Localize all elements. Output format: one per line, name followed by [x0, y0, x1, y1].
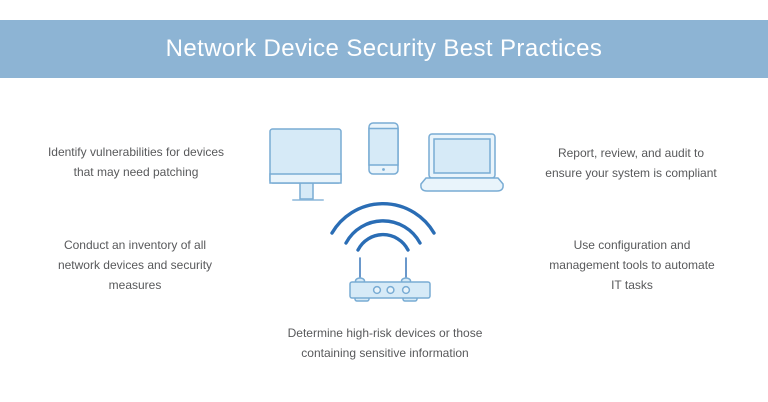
caption-line: measures [108, 278, 162, 292]
caption-determine-high-risk: Determine high-risk devices or those con… [270, 323, 500, 363]
page-title: Network Device Security Best Practices [165, 35, 603, 62]
caption-line: IT tasks [611, 278, 653, 292]
caption-line: containing sensitive information [301, 346, 469, 360]
caption-line: management tools to automate [549, 258, 715, 272]
wifi-signal-icon [330, 201, 436, 252]
desktop-monitor-icon [269, 128, 342, 201]
caption-identify-vulnerabilities: Identify vulnerabilities for devices tha… [36, 142, 236, 182]
laptop-icon [420, 133, 504, 192]
caption-report-review-audit: Report, review, and audit to ensure your… [526, 143, 736, 183]
caption-line: Use configuration and [573, 238, 691, 252]
smartphone-icon [368, 122, 399, 175]
devices-illustration [269, 122, 504, 302]
caption-line: Determine high-risk devices or those [287, 326, 483, 340]
caption-conduct-inventory: Conduct an inventory of all network devi… [35, 235, 235, 295]
caption-line: Conduct an inventory of all [63, 238, 207, 252]
caption-line: network devices and security [57, 258, 213, 272]
caption-line: Identify vulnerabilities for devices [47, 145, 225, 159]
title-banner: Network Device Security Best Practices [0, 20, 768, 78]
router-icon [349, 257, 431, 302]
caption-line: Report, review, and audit to [557, 146, 705, 160]
caption-line: ensure your system is compliant [545, 166, 717, 180]
caption-configuration-tools: Use configuration and management tools t… [527, 235, 737, 295]
caption-line: that may need patching [73, 165, 199, 179]
